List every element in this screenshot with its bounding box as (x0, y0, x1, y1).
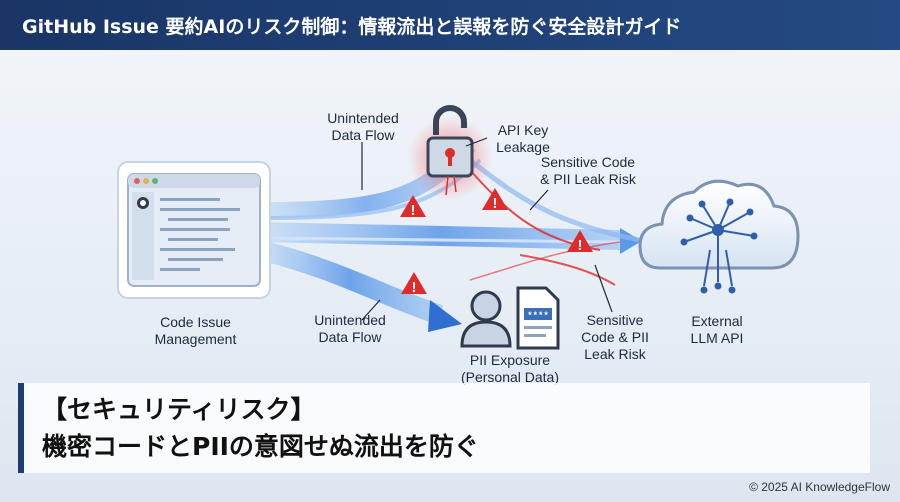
label-sensitive-top: Sensitive Code & PII Leak Risk (540, 154, 636, 187)
banner-heading: 【セキュリティリスク】 (42, 395, 316, 424)
label-unintended-top: Unintended Data Flow (327, 110, 399, 143)
svg-text:****: **** (527, 311, 549, 321)
padlock-open-icon (408, 105, 492, 200)
browser-window-icon (117, 161, 271, 299)
label-api-key-leakage: API Key Leakage (496, 122, 550, 155)
diagram-graphic: ! ! ! ! **** (117, 105, 800, 350)
risk-diagram: ! ! ! ! **** (0, 50, 900, 385)
page-title: GitHub Issue 要約AIのリスク制御：情報流出と誤報を防ぐ安全設計ガイ… (0, 0, 900, 50)
banner-message: 機密コードとPIIの意図せぬ流出を防ぐ (42, 432, 479, 461)
document-icon: **** (516, 286, 560, 350)
label-pii-exposure: PII Exposure (Personal Data) (460, 352, 560, 385)
github-logo-icon (137, 197, 149, 209)
label-code-issue: Code Issue Management (154, 314, 237, 347)
risk-banner: 【セキュリティリスク】 機密コードとPIIの意図せぬ流出を防ぐ (18, 383, 870, 473)
svg-text:!: ! (412, 279, 417, 296)
warning-icon: ! (482, 188, 508, 212)
svg-text:!: ! (411, 202, 416, 219)
copyright-footer: © 2025 AI KnowledgeFlow (749, 480, 890, 494)
warning-icon: ! (401, 272, 427, 296)
svg-text:!: ! (493, 195, 498, 212)
pii-flow-arrowhead (428, 300, 462, 332)
label-external-llm: External LLM API (690, 313, 744, 346)
warning-icon: ! (400, 195, 426, 219)
main-flow-arrowhead (620, 228, 642, 254)
label-unintended-bottom: Unintended Data Flow (314, 312, 386, 345)
cloud-network-icon (638, 179, 800, 294)
person-icon (460, 290, 512, 348)
warning-icon: ! (567, 230, 593, 254)
svg-text:!: ! (578, 237, 583, 254)
label-sensitive-bottom: Sensitive Code & PII Leak Risk (581, 312, 649, 362)
